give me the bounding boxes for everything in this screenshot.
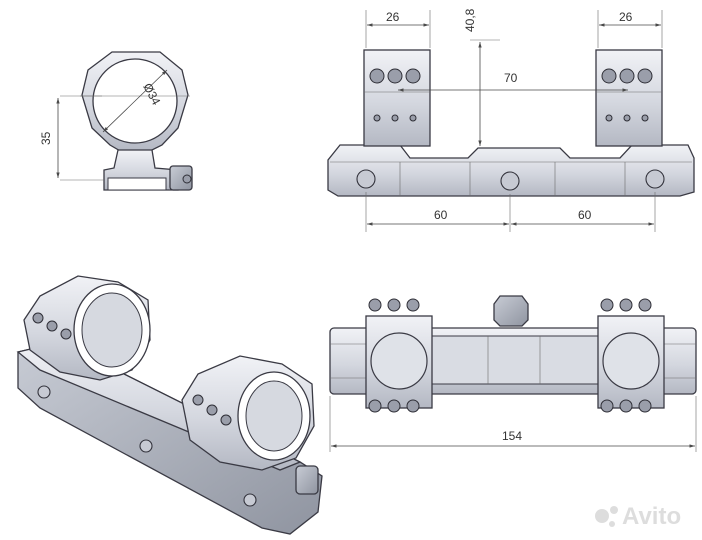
side-lug-center-icon — [500, 171, 520, 191]
side-height-label: 40,8 — [463, 8, 477, 32]
side-left-screw-icon — [387, 68, 403, 84]
top-screw-icon — [638, 399, 652, 413]
top-screw-icon — [619, 298, 633, 312]
front-view: Ø34 35 — [39, 51, 193, 191]
side-right-ring — [595, 49, 663, 147]
front-height-label: 35 — [39, 131, 53, 145]
side-slot-right-label: 60 — [578, 208, 592, 222]
watermark: Avito — [595, 503, 681, 530]
top-screw-icon — [368, 399, 382, 413]
top-screw-icon — [406, 298, 420, 312]
side-left-screw-icon — [369, 68, 385, 84]
side-view: 26 26 40,8 70 60 60 — [327, 8, 695, 232]
side-slot-left-label: 60 — [434, 208, 448, 222]
side-lug-left-icon — [356, 169, 376, 189]
side-right-screw-icon — [637, 68, 653, 84]
side-spacing-label: 70 — [504, 71, 518, 85]
avito-logo-icon — [595, 509, 609, 523]
isometric-view — [16, 275, 323, 535]
top-screw-icon — [406, 399, 420, 413]
top-center-clamp — [493, 295, 529, 327]
top-screw-icon — [368, 298, 382, 312]
top-screw-icon — [387, 298, 401, 312]
top-screw-icon — [619, 399, 633, 413]
top-screw-icon — [387, 399, 401, 413]
side-right-screw-icon — [601, 68, 617, 84]
watermark-text: Avito — [622, 503, 681, 530]
side-left-ring — [363, 49, 431, 147]
side-right-width-label: 26 — [619, 10, 633, 24]
overall-length-label: 154 — [502, 429, 522, 443]
front-diameter-line — [102, 69, 168, 133]
side-left-screw-icon — [405, 68, 421, 84]
top-view: 154 — [329, 295, 697, 452]
top-screw-icon — [600, 298, 614, 312]
side-right-screw-icon — [619, 68, 635, 84]
top-screw-icon — [638, 298, 652, 312]
side-lug-right-icon — [645, 169, 665, 189]
front-rail-slot — [107, 177, 167, 191]
iso-clamp-knob — [295, 465, 319, 495]
top-screw-icon — [600, 399, 614, 413]
side-left-width-label: 26 — [386, 10, 400, 24]
front-clamp-nut — [169, 165, 193, 191]
front-clamp-screw-icon — [182, 174, 192, 184]
